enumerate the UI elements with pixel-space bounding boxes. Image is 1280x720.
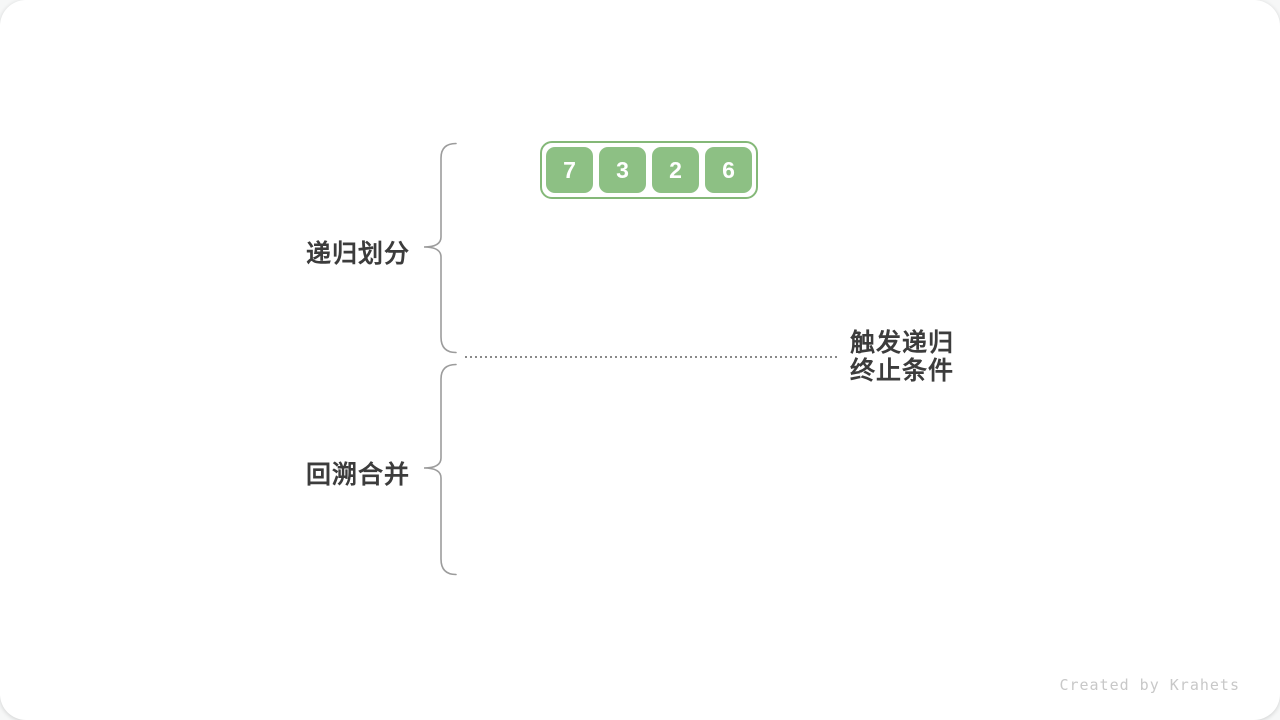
annotation-termination-line1: 触发递归 xyxy=(850,329,955,357)
credit-text: Created by Krahets xyxy=(1059,676,1240,694)
label-recursive-divide: 递归划分 xyxy=(305,240,410,268)
array-cell: 2 xyxy=(652,147,699,193)
array-cell: 6 xyxy=(705,147,752,193)
termination-dotted-line xyxy=(465,356,838,358)
label-backtrack-merge: 回溯合并 xyxy=(305,461,410,489)
annotation-termination: 触发递归 终止条件 xyxy=(850,329,954,385)
brace-backtrack-merge-icon xyxy=(423,363,457,576)
brace-recursive-divide-icon xyxy=(423,142,457,354)
array-cell: 3 xyxy=(599,147,646,193)
array-cell: 7 xyxy=(546,147,593,193)
array-container: 7 3 2 6 xyxy=(540,141,758,199)
annotation-termination-line2: 终止条件 xyxy=(850,357,955,385)
